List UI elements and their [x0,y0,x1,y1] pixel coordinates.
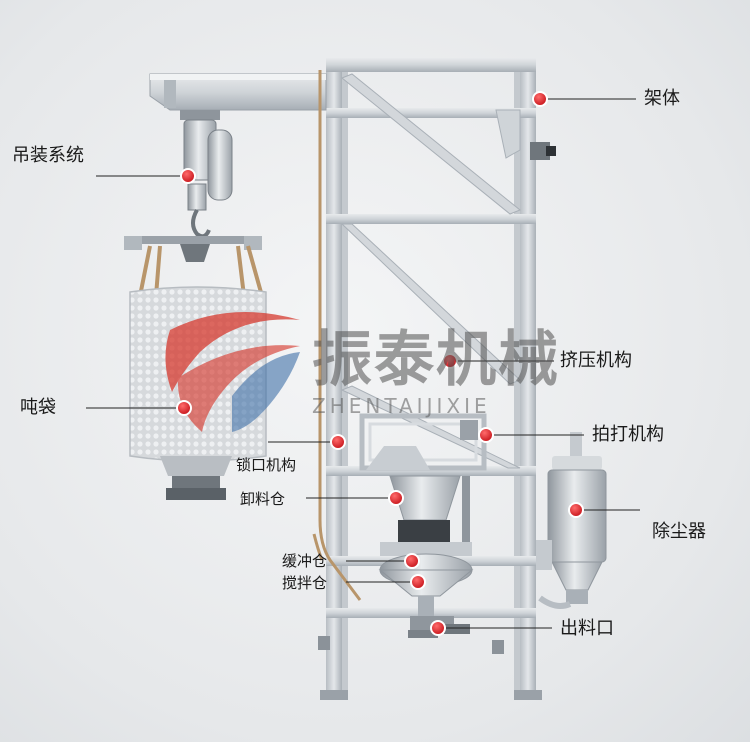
marker-squeeze-mechanism [442,353,458,369]
label-mixing-bin: 搅拌仓 [282,574,328,592]
brand-watermark-cn: 振泰机械 [312,325,560,395]
label-buffer-bin: 缓冲仓 [282,552,328,570]
marker-tapping-mechanism [478,427,494,443]
cable [318,70,362,601]
discharge-bin-body [389,475,470,546]
label-discharge-bin: 卸料仓 [240,490,286,508]
label-lock-mechanism: 锁口机构 [236,456,297,474]
label-ton-bag: 吨袋 [20,397,56,418]
label-tapping-mechanism: 拍打机构 [592,424,664,445]
brand-watermark-en: ZHENTAIJIXIE [312,394,491,418]
label-outlet: 出料口 [560,618,614,639]
leader-lines [86,98,640,629]
brand-logo-watermark [165,312,300,432]
marker-lock-mechanism [330,434,346,450]
marker-frame [532,91,548,107]
callout-markers [176,91,584,636]
marker-hoist-system [180,168,196,184]
marker-dust-collector [568,502,584,518]
marker-discharge-bin [388,490,404,506]
hoist-block [180,110,233,239]
marker-mixing-bin [410,574,426,590]
marker-outlet [430,620,446,636]
buffer-mixing-bins [378,542,474,616]
dust-collector-body [536,432,607,609]
label-frame: 架体 [644,88,680,109]
label-hoist-system: 吊装系统 [12,145,84,166]
frame-structure [318,58,542,700]
bag-lifting-rig [124,236,264,297]
label-dust-collector: 除尘器 [652,521,706,542]
hoist-beam [149,73,556,160]
marker-ton-bag [176,400,192,416]
marker-buffer-bin [404,553,420,569]
label-squeeze-mechanism: 挤压机构 [560,350,632,371]
